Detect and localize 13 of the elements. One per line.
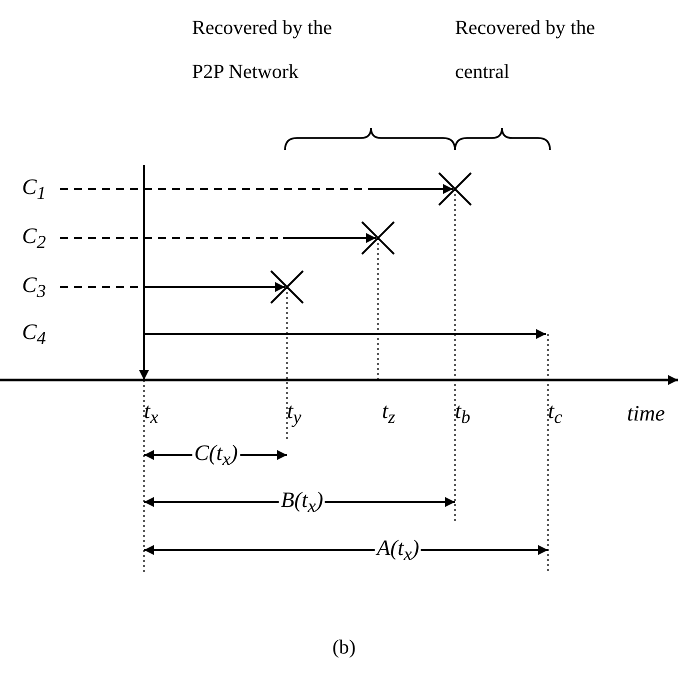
axis-label: t$_{z}$ [382, 398, 396, 428]
axis-label: t$_{b}$ [455, 398, 470, 428]
axis-label: time [627, 400, 665, 426]
axis-label: C$_{1}$ [22, 174, 46, 204]
axis-label: t$_{y}$ [287, 398, 302, 428]
annotation-text: Recovered by the central [455, 16, 595, 85]
axis-label: C$_{4}$ [22, 318, 46, 350]
annotation-text: Recovered by the P2P Network [192, 16, 333, 85]
axis-label: C$_{3}$ [22, 272, 46, 302]
axis-label: t$_{c}$ [548, 398, 562, 428]
axis-label: C$_{2}$ [22, 222, 46, 254]
axis-label: t$_{x}$ [144, 398, 158, 428]
caption: (b) [332, 636, 356, 660]
